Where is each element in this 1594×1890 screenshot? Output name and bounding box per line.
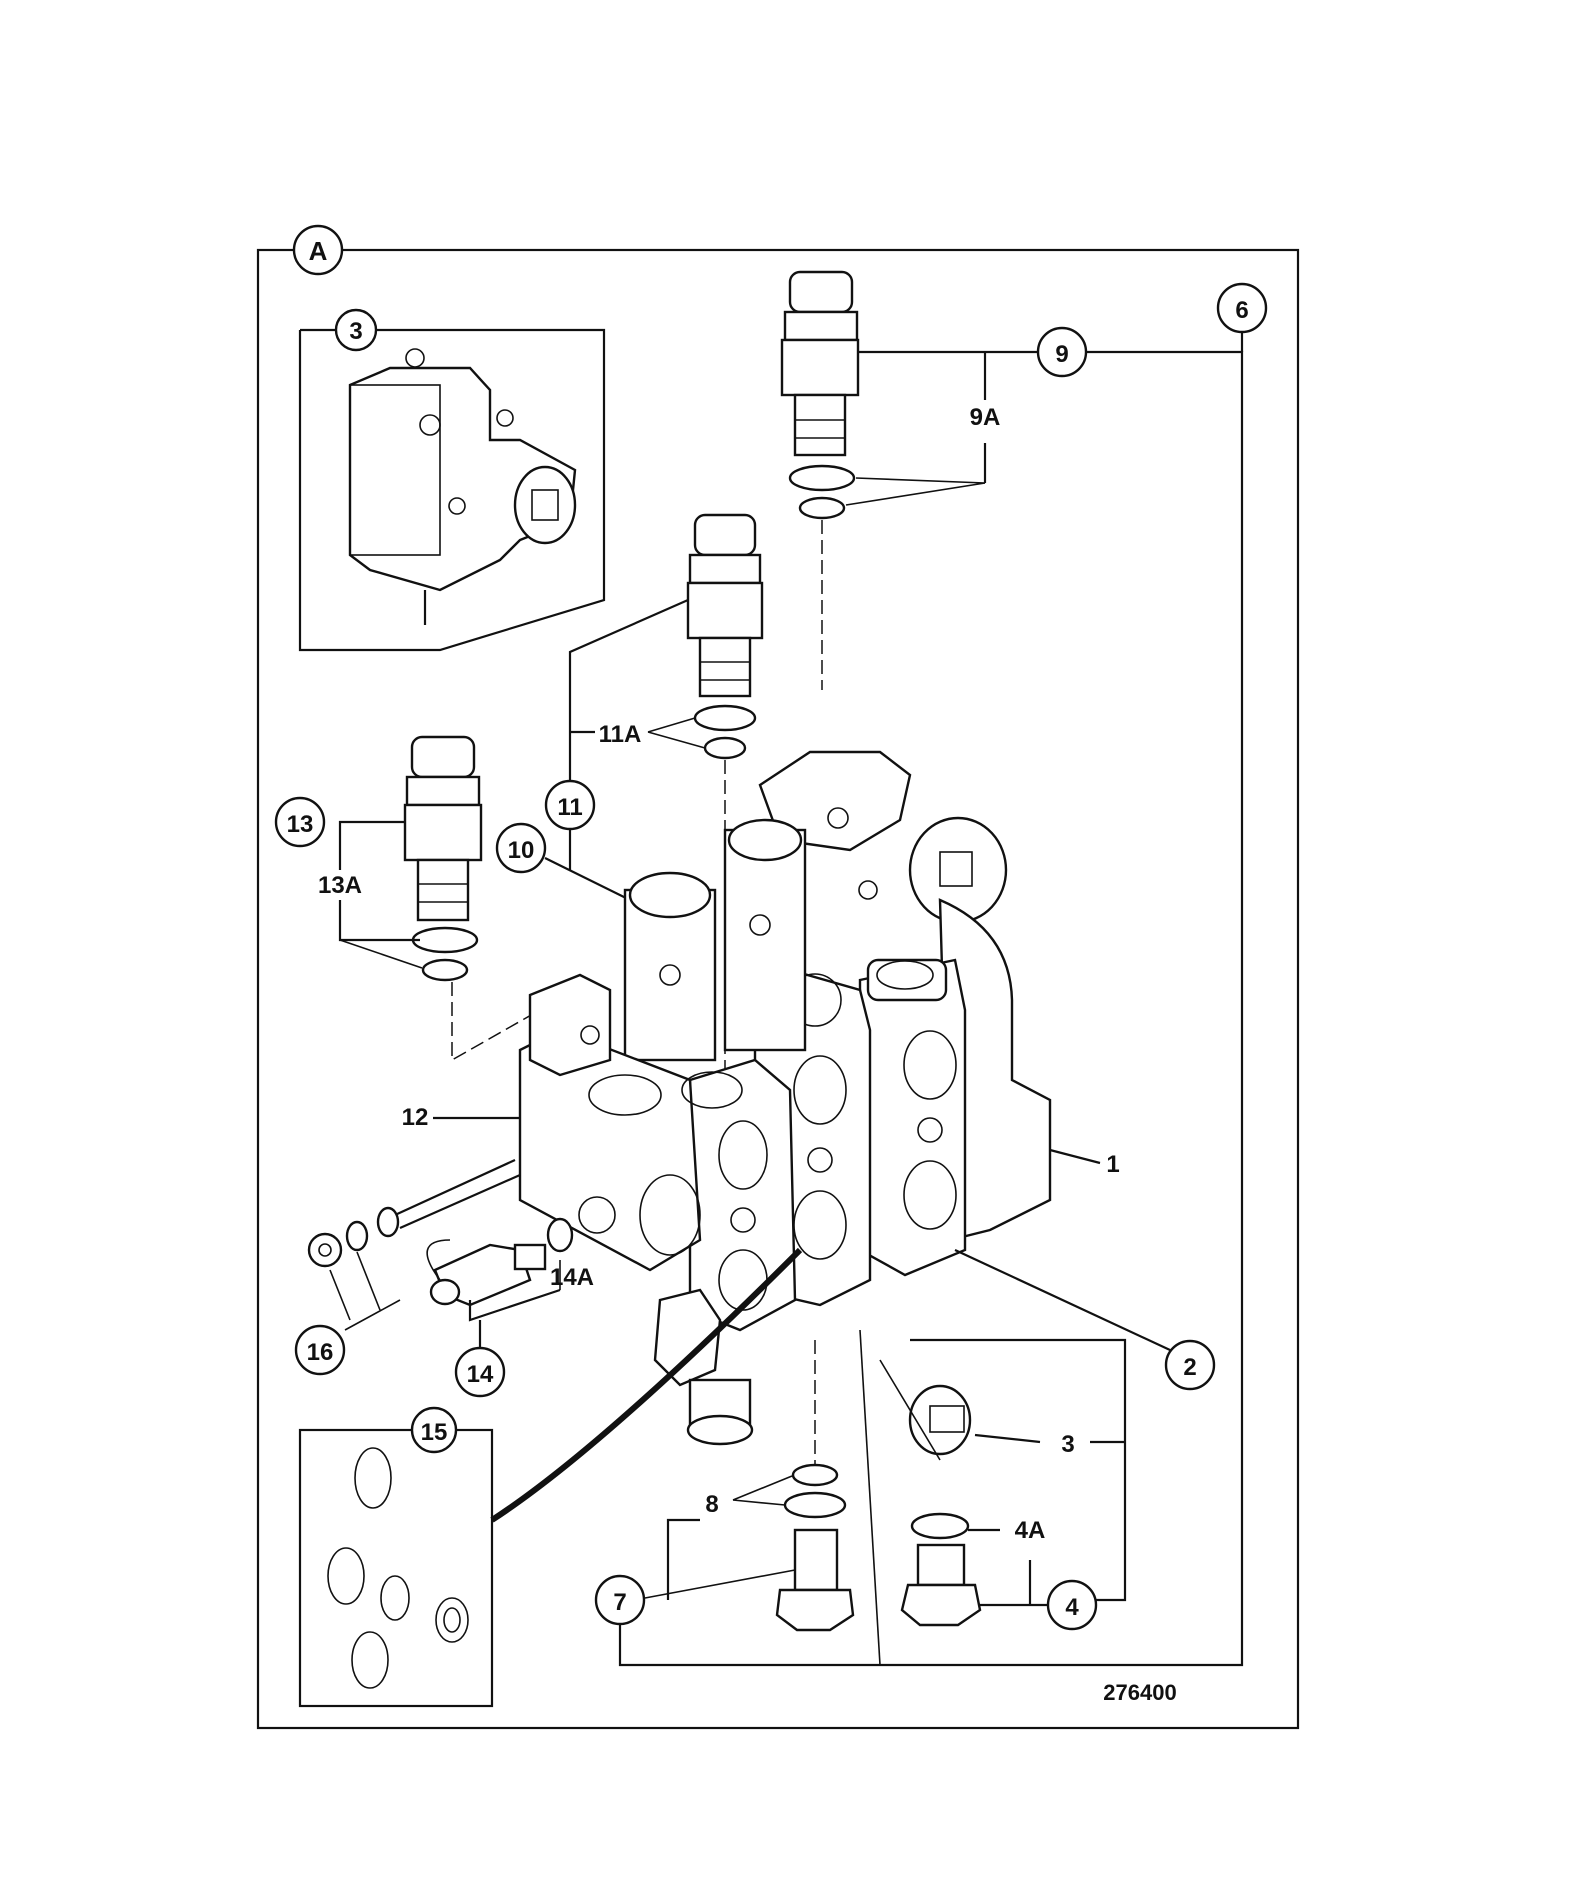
drawing-number: 276400: [1103, 1680, 1176, 1705]
callout-16: 16: [294, 1324, 346, 1376]
outer-frame: [256, 248, 1300, 1730]
callout-2: 2: [1164, 1339, 1216, 1391]
callout-14-text: 14: [467, 1361, 494, 1388]
callout-13-text: 13: [287, 811, 314, 838]
callout-11: 11: [544, 779, 596, 831]
callout-1-text: 1: [1106, 1151, 1119, 1178]
callout-6-text: 6: [1235, 297, 1248, 324]
plug-4: [900, 1512, 982, 1627]
callout-13a-text: 13A: [318, 872, 362, 899]
callout-7: 7: [594, 1574, 646, 1626]
relief-valve-13: [403, 735, 541, 1062]
callout-7-text: 7: [613, 1589, 626, 1616]
callout-9-text: 9: [1055, 341, 1068, 368]
callout-10: 10: [495, 822, 547, 874]
callout-9a-text: 9A: [970, 404, 1001, 431]
callout-3-inset: 3: [349, 318, 362, 345]
seal-kit-box-15: 15: [298, 1406, 494, 1708]
callout-9: 9: [1036, 326, 1088, 378]
inset-solenoid-box: 3: [298, 308, 606, 652]
callout-4a-text: 4A: [1015, 1517, 1046, 1544]
callout-16-text: 16: [307, 1339, 334, 1366]
callout-11-text: 11: [557, 794, 582, 821]
callout-13: 13: [274, 796, 326, 848]
pressure-switch-14: [426, 1217, 574, 1307]
relief-valve-9: [780, 270, 860, 690]
callout-11a-text: 11A: [599, 721, 642, 748]
callout-4: 4: [1046, 1579, 1098, 1631]
valve-block-body: [518, 750, 1052, 1456]
callout-8-text: 8: [705, 1491, 718, 1518]
callout-12-text: 12: [402, 1104, 429, 1131]
callout-2-text: 2: [1183, 1354, 1196, 1381]
plug-7: [775, 1463, 855, 1632]
nut-16: [307, 1206, 400, 1268]
callout-10-text: 10: [508, 837, 535, 864]
callout-14a-text: 14A: [550, 1264, 594, 1291]
frame-label-a: A: [292, 224, 344, 276]
callout-15-text: 15: [421, 1419, 448, 1446]
callout-4-text: 4: [1065, 1594, 1079, 1621]
callout-6: 6: [1216, 282, 1268, 334]
relief-valve-11: [686, 513, 764, 1070]
frame-label-text: A: [309, 236, 328, 266]
callout-14: 14: [454, 1346, 506, 1398]
callout-3-text: 3: [1061, 1431, 1074, 1458]
